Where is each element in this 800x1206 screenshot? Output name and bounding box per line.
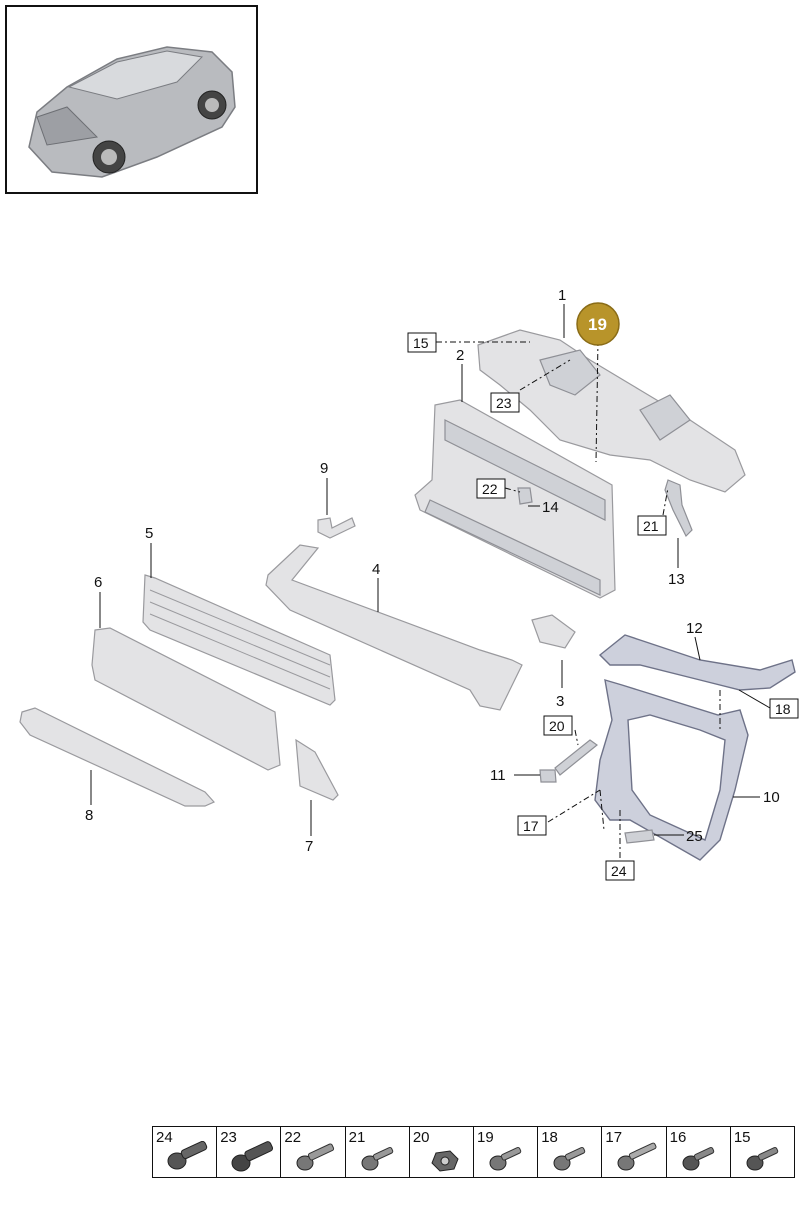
vehicle-thumbnail <box>5 5 258 194</box>
callout-3: 3 <box>556 693 564 710</box>
callout-8: 8 <box>85 807 93 824</box>
leader-lines <box>90 304 771 858</box>
callout-7: 7 <box>305 838 313 855</box>
boxed-callout-23: 23 <box>490 392 520 413</box>
callout-5: 5 <box>145 525 153 542</box>
part-11-bracket <box>539 769 557 783</box>
part-4-cross-member <box>265 544 523 711</box>
legend-cell-24[interactable]: 24 <box>153 1127 216 1177</box>
bolt-icon <box>231 1141 274 1172</box>
boxed-callout-21: 21 <box>637 515 667 536</box>
legend-cell-21[interactable]: 21 <box>344 1127 409 1177</box>
part-6-grille-frame <box>91 627 281 771</box>
fastener-legend: 24 23 22 21 20 19 <box>152 1126 795 1178</box>
part-9-clip <box>317 517 356 539</box>
svg-text:20: 20 <box>549 718 565 734</box>
boxed-callouts: 15 23 22 21 20 18 17 24 <box>407 332 799 881</box>
part-13-hinge-bracket <box>664 479 693 538</box>
callout-1: 1 <box>558 287 566 304</box>
callout-14: 14 <box>542 499 559 516</box>
svg-text:15: 15 <box>413 335 429 351</box>
boxed-callout-22: 22 <box>476 478 506 499</box>
part-10-lock-carrier <box>594 679 749 861</box>
legend-cell-23[interactable]: 23 <box>216 1127 280 1177</box>
svg-text:21: 21 <box>643 518 659 534</box>
callout-10: 10 <box>763 789 780 806</box>
callout-25: 25 <box>686 828 703 845</box>
boxed-callout-24: 24 <box>605 860 635 881</box>
svg-text:18: 18 <box>775 701 791 717</box>
boxed-callout-18: 18 <box>769 698 799 719</box>
callout-2: 2 <box>456 347 464 364</box>
boxed-callout-20: 20 <box>543 715 573 736</box>
svg-text:22: 22 <box>482 481 498 497</box>
legend-cell-19[interactable]: 19 <box>473 1127 537 1177</box>
legend-cell-15[interactable]: 15 <box>729 1127 794 1177</box>
callout-4: 4 <box>372 561 380 578</box>
legend-cell-17[interactable]: 17 <box>601 1127 665 1177</box>
legend-cell-16[interactable]: 16 <box>665 1127 730 1177</box>
part-7-side-piece <box>295 738 339 801</box>
boxed-callout-15: 15 <box>407 332 437 353</box>
screw-icon <box>553 1146 586 1171</box>
bolt-icon <box>167 1141 208 1170</box>
highlight-badge-19[interactable]: 19 <box>576 302 620 346</box>
part-14-clip <box>517 487 533 505</box>
legend-cell-18[interactable]: 18 <box>537 1127 601 1177</box>
part-20-strap <box>554 739 598 776</box>
screw-icon <box>361 1146 393 1171</box>
callout-12: 12 <box>686 620 703 637</box>
self-tapping-screw-icon <box>617 1142 657 1171</box>
screw-icon <box>746 1146 779 1171</box>
part-25-clip <box>624 829 655 844</box>
legend-cell-20[interactable]: 20 <box>408 1127 473 1177</box>
callout-9: 9 <box>320 460 328 477</box>
svg-text:19: 19 <box>588 315 607 334</box>
callout-labels: 1 2 3 4 5 6 7 8 9 10 11 12 13 14 25 <box>85 287 780 855</box>
part-3-bracket <box>531 614 576 649</box>
boxed-callout-17: 17 <box>517 815 547 836</box>
callout-11: 11 <box>490 767 506 784</box>
callout-6: 6 <box>94 574 102 591</box>
car-illustration <box>28 46 236 178</box>
svg-text:17: 17 <box>523 818 539 834</box>
part-8-lower-strip <box>19 707 215 807</box>
screw-icon <box>296 1143 335 1171</box>
svg-text:23: 23 <box>496 395 512 411</box>
nut-icon <box>431 1150 459 1172</box>
legend-cell-22[interactable]: 22 <box>280 1127 344 1177</box>
callout-13: 13 <box>668 571 685 588</box>
part-12-upper-bracket <box>598 634 796 691</box>
screw-icon <box>682 1146 714 1171</box>
svg-text:24: 24 <box>611 863 627 879</box>
screw-icon <box>489 1146 522 1171</box>
